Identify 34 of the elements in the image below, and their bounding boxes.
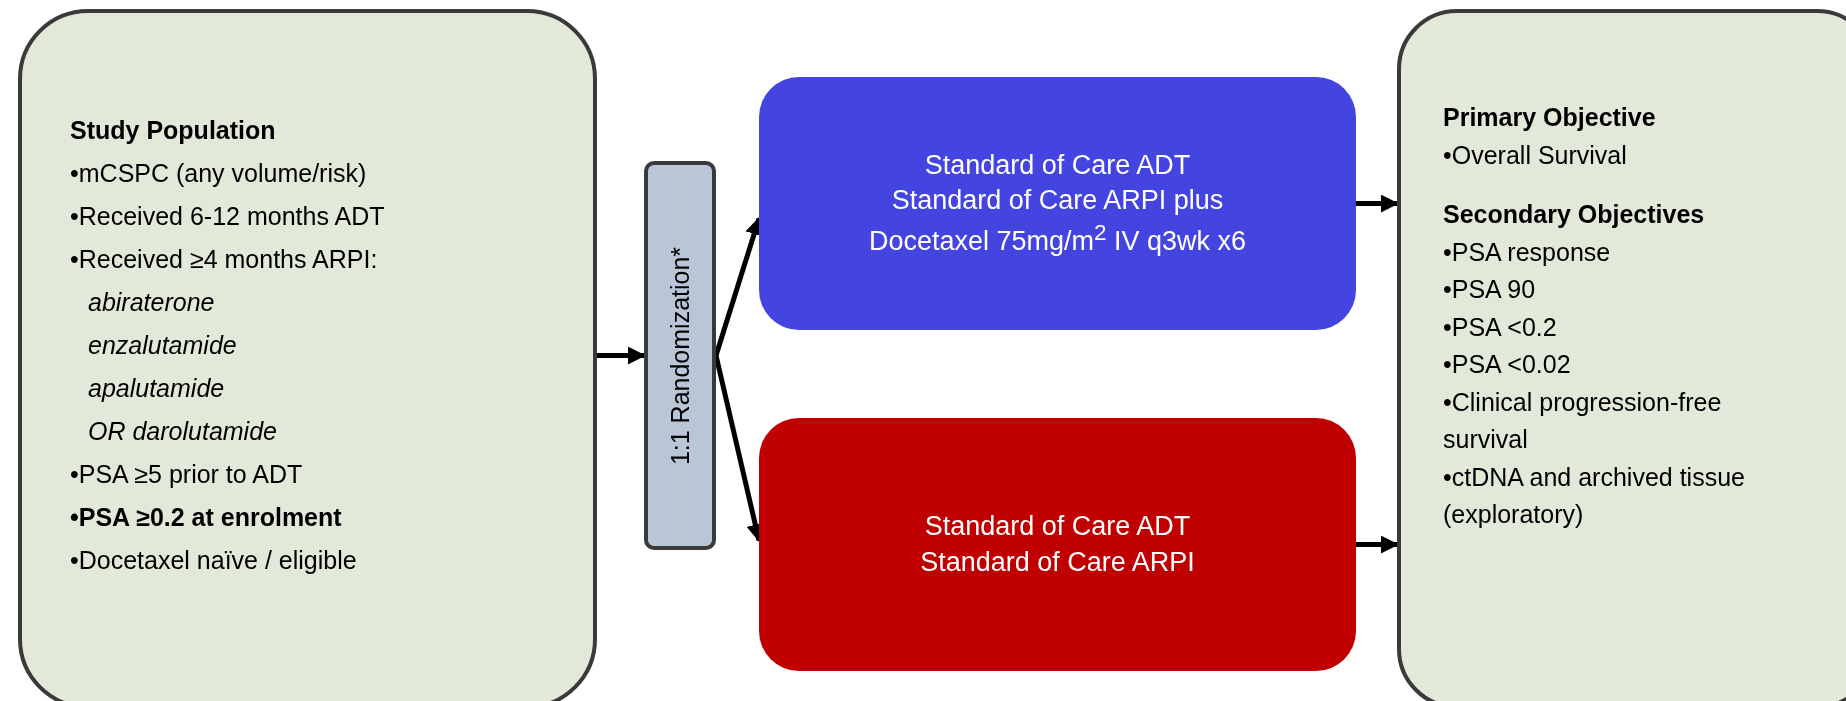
text-line: •PSA <0.2 xyxy=(1443,311,1558,343)
text-line: •Docetaxel naïve / eligible xyxy=(70,545,358,576)
text-line: •ctDNA and archived tissue (exploratory) xyxy=(1443,461,1746,530)
study-population-box xyxy=(18,9,597,701)
text-line: apalutamide xyxy=(87,373,226,404)
text-line: •mCSPC (any volume/risk) xyxy=(70,158,368,189)
text-line: Standard of Care ARPI plus xyxy=(891,183,1224,217)
text-line: enzalutamide xyxy=(87,330,238,361)
text-line: Docetaxel 75mg/m$^{2}$ IV q3wk x6 xyxy=(868,219,1247,259)
heading: •PSA ≥0.2 at enrolment xyxy=(70,502,343,533)
heading: Primary Objective xyxy=(1443,102,1657,133)
text-line: •PSA 90 xyxy=(1443,274,1537,305)
text-line: OR darolutamide xyxy=(87,416,278,447)
text-line: •Received ≥4 months ARPI: xyxy=(70,244,379,275)
heading: Study Population xyxy=(70,115,277,146)
text-line: •PSA <0.02 xyxy=(1443,349,1572,380)
text-line: •Overall Survival xyxy=(1443,139,1628,171)
arrow xyxy=(1356,535,1399,554)
text-line: Standard of Care ADT xyxy=(924,148,1191,182)
text-line: abiraterone xyxy=(87,287,216,318)
randomization-bar xyxy=(644,161,716,550)
vertical-label: 1:1 Randomization* xyxy=(665,246,695,465)
heading: Secondary Objectives xyxy=(1443,199,1706,230)
text-line: •PSA response xyxy=(1443,236,1612,268)
arrow xyxy=(1356,194,1399,213)
text-line: •Received 6-12 months ADT xyxy=(70,201,386,232)
treatment-arm-box xyxy=(759,77,1356,330)
text-line: •PSA ≥5 prior to ADT xyxy=(70,459,304,490)
text-line: •Clinical progression-free survival xyxy=(1443,386,1723,455)
text-line: Standard of Care ARPI xyxy=(920,545,1195,579)
objectives-box xyxy=(1397,9,1846,701)
text-line: Standard of Care ADT xyxy=(924,510,1191,544)
control-arm-box xyxy=(759,418,1356,671)
arrow xyxy=(597,346,646,365)
